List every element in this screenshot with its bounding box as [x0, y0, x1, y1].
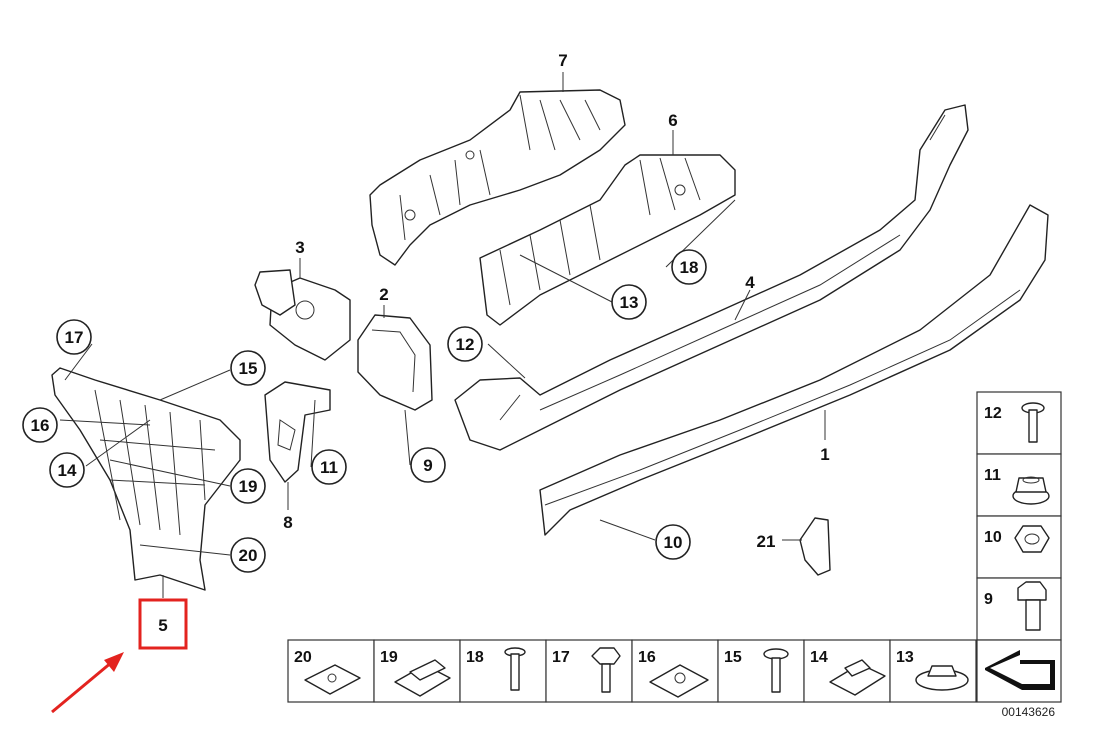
hw-label-20: 20 — [294, 649, 312, 666]
highlighted-callout-5: 5 — [138, 598, 188, 650]
svg-text:13: 13 — [620, 293, 639, 312]
part-21-clip — [799, 517, 831, 576]
part-7-bracket — [369, 89, 626, 266]
part-2-element — [357, 314, 433, 411]
part-6-bracket — [479, 154, 736, 326]
svg-text:19: 19 — [239, 477, 258, 496]
hw-label-10: 10 — [984, 529, 1002, 546]
callout-4: 4 — [745, 273, 755, 292]
svg-text:5: 5 — [158, 616, 167, 635]
svg-text:14: 14 — [58, 461, 77, 480]
callout-1: 1 — [820, 445, 829, 464]
hw-label-11: 11 — [984, 467, 1001, 484]
hw-label-13: 13 — [896, 649, 914, 666]
svg-text:20: 20 — [239, 546, 258, 565]
callout-17: 17 — [56, 319, 92, 355]
callout-3: 3 — [295, 238, 304, 257]
callout-2: 2 — [379, 285, 388, 304]
callout-9: 9 — [410, 447, 446, 483]
callout-16: 16 — [22, 407, 58, 443]
hw-label-18: 18 — [466, 649, 484, 666]
clip-nut-icon — [304, 664, 361, 695]
hw-label-19: 19 — [380, 649, 398, 666]
push-rivet-icon — [504, 647, 526, 691]
part-3-element — [254, 269, 351, 361]
plain-callouts: 7 6 4 3 2 1 8 21 — [283, 51, 829, 551]
hw-label-14: 14 — [810, 649, 828, 666]
circled-callouts: 18 13 12 17 15 16 14 19 11 9 20 10 — [22, 249, 707, 573]
callout-8: 8 — [283, 513, 292, 532]
part-4-carrier — [454, 104, 969, 451]
folded-arrow-icon — [985, 650, 1055, 690]
callout-12: 12 — [447, 326, 483, 362]
svg-text:17: 17 — [65, 328, 84, 347]
callout-7: 7 — [558, 51, 567, 70]
washer-nut-icon — [915, 665, 969, 691]
svg-text:16: 16 — [31, 416, 50, 435]
part-5-side-bracket — [51, 367, 241, 591]
callout-13: 13 — [611, 284, 647, 320]
svg-text:12: 12 — [456, 335, 475, 354]
screw-icon — [763, 648, 789, 693]
callout-10: 10 — [655, 524, 691, 560]
document-number: 00143626 — [1002, 705, 1056, 719]
callout-21: 21 — [757, 532, 776, 551]
svg-text:18: 18 — [680, 258, 699, 277]
hex-nut-icon — [1014, 525, 1050, 553]
clip-nut-icon — [394, 659, 451, 697]
hw-label-15: 15 — [724, 649, 742, 666]
hardware-row: 20 19 18 17 16 15 14 13 — [287, 639, 977, 703]
callout-11: 11 — [311, 449, 347, 485]
part-1-beam — [539, 204, 1049, 536]
callout-18: 18 — [671, 249, 707, 285]
svg-text:15: 15 — [239, 359, 258, 378]
hw-label-12: 12 — [984, 405, 1002, 422]
red-arrow-icon — [51, 652, 124, 714]
hardware-column: 12 11 10 9 — [976, 391, 1062, 703]
screw-icon — [591, 647, 621, 693]
callout-14: 14 — [49, 452, 85, 488]
leader-lines — [59, 72, 826, 598]
bolt-icon — [1021, 402, 1045, 443]
hw-label-16: 16 — [638, 649, 656, 666]
svg-text:10: 10 — [664, 533, 683, 552]
hw-label-9: 9 — [984, 591, 993, 608]
svg-text:9: 9 — [423, 456, 432, 475]
callout-20: 20 — [230, 537, 266, 573]
spring-nut-icon — [649, 664, 709, 698]
flange-nut-icon — [1012, 476, 1050, 505]
hw-label-17: 17 — [552, 649, 570, 666]
svg-text:11: 11 — [320, 458, 338, 477]
callout-19: 19 — [230, 468, 266, 504]
callout-15: 15 — [230, 350, 266, 386]
part-8-plate — [264, 381, 331, 483]
clip-icon — [829, 659, 886, 696]
callout-6: 6 — [668, 111, 677, 130]
hex-bolt-icon — [1017, 581, 1047, 631]
